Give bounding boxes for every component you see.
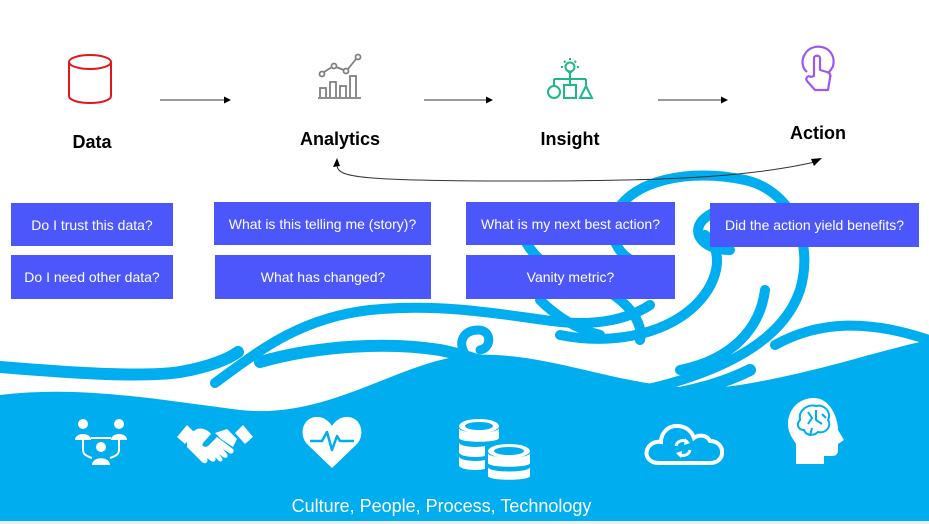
lightbulb-hierarchy-icon <box>547 58 594 99</box>
chart-trend-icon <box>318 53 362 99</box>
wave-swirl-left2 <box>535 295 605 340</box>
coins-stack-icon <box>459 419 530 480</box>
wave-stroke-left <box>0 346 244 381</box>
arrow-data-to-analytics <box>160 96 231 104</box>
brain-head-icon <box>788 398 844 464</box>
stage-label-analytics: Analytics <box>299 129 381 149</box>
feedback-loop-arrow <box>333 158 822 182</box>
question-box-insight-2: Vanity metric? <box>466 255 675 299</box>
handshake-icon <box>177 425 253 464</box>
stage-label-insight: Insight <box>540 129 600 149</box>
question-box-action-1: Did the action yield benefits? <box>710 203 919 247</box>
question-box-data-1: Do I trust this data? <box>11 203 173 246</box>
question-box-insight-1: What is my next best action? <box>466 202 675 245</box>
wave-stroke-sweep <box>210 300 655 388</box>
touch-finger-icon <box>801 45 835 92</box>
arrow-insight-to-action <box>658 96 728 104</box>
wave-spiral-small <box>457 325 494 365</box>
stage-label-data: Data <box>72 132 112 152</box>
question-box-data-2: Do I need other data? <box>11 255 173 299</box>
stage-label-action: Action <box>790 123 846 143</box>
wave-stroke-inner2 <box>675 285 770 375</box>
footer-text: Culture, People, Process, Technology <box>291 496 592 516</box>
question-box-analytics-1: What is this telling me (story)? <box>214 202 431 245</box>
bottom-border <box>0 521 929 524</box>
cloud-sync-icon <box>644 423 725 465</box>
database-cylinder-icon <box>68 54 112 105</box>
wave-stroke-sweep2 <box>254 339 756 405</box>
heart-pulse-icon <box>302 416 362 468</box>
wave-stroke-right <box>770 320 929 350</box>
people-network-icon <box>75 419 127 465</box>
arrow-analytics-to-insight <box>424 96 493 104</box>
question-box-analytics-2: What has changed? <box>215 255 431 299</box>
